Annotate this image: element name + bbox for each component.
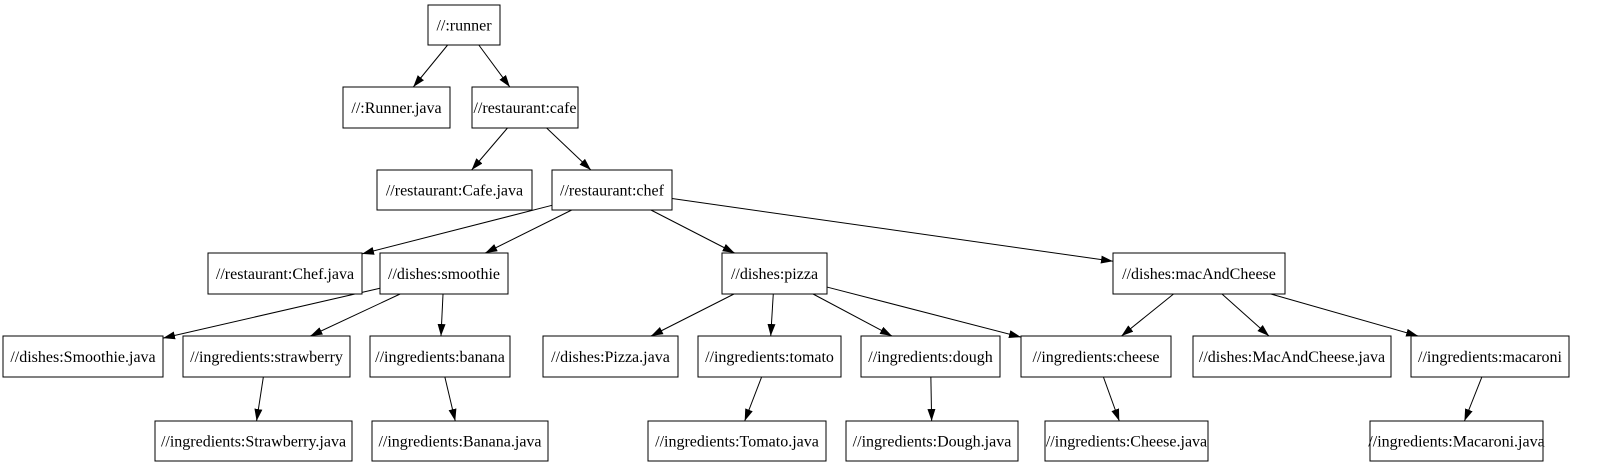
edge-macaroni-to-macaroni-java — [1463, 376, 1483, 422]
node-box-smoothie — [379, 252, 509, 295]
node-box-dough — [860, 335, 1001, 378]
node-runner-java: //:Runner.java — [342, 86, 451, 129]
node-cheese: //ingredients:cheese — [1020, 335, 1172, 378]
node-box-cafe — [471, 86, 579, 129]
node-label-cheese-java: //ingredients:Cheese.java — [1046, 434, 1207, 451]
node-box-macaroni — [1410, 335, 1570, 378]
edge-cafe-to-chef — [546, 127, 592, 171]
edge-pizza-to-cheese — [826, 286, 1022, 339]
node-box-strawberry-java — [154, 420, 353, 462]
node-box-runner-java — [342, 86, 451, 129]
edge-chef-to-mac-and-cheese — [671, 198, 1114, 264]
edge-runner-to-runner-java — [412, 44, 449, 88]
node-tomato-java: //ingredients:Tomato.java — [647, 420, 827, 462]
node-strawberry-java: //ingredients:Strawberry.java — [154, 420, 353, 462]
node-strawberry: //ingredients:strawberry — [182, 335, 351, 378]
node-box-smoothie-java — [2, 335, 164, 378]
node-box-tomato — [697, 335, 842, 378]
node-label-runner: //:runner — [436, 18, 492, 35]
node-label-chef: //restaurant:chef — [560, 183, 665, 200]
node-label-mac-and-cheese-java: //dishes:MacAndCheese.java — [1199, 349, 1385, 366]
node-dough: //ingredients:dough — [860, 335, 1001, 378]
node-label-runner-java: //:Runner.java — [351, 100, 441, 117]
node-label-strawberry: //ingredients:strawberry — [190, 349, 343, 366]
edge-mac-and-cheese-to-macaroni — [1270, 293, 1419, 337]
node-label-tomato: //ingredients:tomato — [705, 349, 834, 366]
edge-tomato-to-tomato-java — [744, 376, 763, 422]
node-dough-java: //ingredients:Dough.java — [845, 420, 1019, 462]
node-label-smoothie-java: //dishes:Smoothie.java — [10, 349, 155, 366]
edge-pizza-to-pizza-java — [650, 293, 735, 337]
node-macaroni: //ingredients:macaroni — [1410, 335, 1570, 378]
edges-layer — [162, 44, 1483, 422]
node-box-chef — [551, 169, 673, 211]
node-label-macaroni: //ingredients:macaroni — [1418, 349, 1563, 366]
node-label-banana-java: //ingredients:Banana.java — [378, 434, 541, 451]
node-cafe: //restaurant:cafe — [471, 86, 579, 129]
node-label-macaroni-java: //ingredients:Macaroni.java — [1368, 434, 1544, 451]
node-box-chef-java — [207, 252, 363, 295]
node-smoothie: //dishes:smoothie — [379, 252, 509, 295]
node-smoothie-java: //dishes:Smoothie.java — [2, 335, 164, 378]
edge-cafe-to-cafe-java — [471, 127, 508, 171]
edge-chef-to-chef-java — [361, 204, 553, 255]
node-box-macaroni-java — [1369, 420, 1544, 462]
edge-dough-to-dough-java — [927, 376, 936, 422]
edge-pizza-to-tomato — [767, 293, 776, 337]
node-box-mac-and-cheese-java — [1192, 335, 1392, 378]
node-banana: //ingredients:banana — [369, 335, 511, 378]
node-box-runner — [427, 4, 501, 46]
node-box-cheese — [1020, 335, 1172, 378]
node-box-cafe-java — [376, 169, 533, 211]
node-cheese-java: //ingredients:Cheese.java — [1044, 420, 1209, 462]
node-mac-and-cheese-java: //dishes:MacAndCheese.java — [1192, 335, 1392, 378]
node-pizza-java: //dishes:Pizza.java — [542, 335, 679, 378]
node-box-dough-java — [845, 420, 1019, 462]
node-label-tomato-java: //ingredients:Tomato.java — [655, 434, 819, 451]
node-label-smoothie: //dishes:smoothie — [388, 266, 500, 283]
node-box-pizza — [721, 252, 828, 295]
node-box-cheese-java — [1044, 420, 1209, 462]
node-chef-java: //restaurant:Chef.java — [207, 252, 363, 295]
node-box-pizza-java — [542, 335, 679, 378]
node-label-pizza-java: //dishes:Pizza.java — [551, 349, 670, 366]
node-label-cafe-java: //restaurant:Cafe.java — [386, 183, 523, 200]
node-label-pizza: //dishes:pizza — [731, 266, 818, 283]
edge-mac-and-cheese-to-mac-and-cheese-java — [1221, 293, 1270, 337]
node-tomato: //ingredients:tomato — [697, 335, 842, 378]
node-box-mac-and-cheese — [1112, 252, 1286, 295]
node-mac-and-cheese: //dishes:macAndCheese — [1112, 252, 1286, 295]
node-label-dough: //ingredients:dough — [868, 349, 992, 366]
node-label-banana: //ingredients:banana — [375, 349, 505, 366]
edge-smoothie-to-strawberry — [310, 293, 401, 337]
node-macaroni-java: //ingredients:Macaroni.java — [1368, 420, 1545, 462]
edge-banana-to-banana-java — [444, 376, 457, 422]
node-label-chef-java: //restaurant:Chef.java — [216, 266, 354, 283]
edge-runner-to-cafe — [478, 44, 511, 88]
node-runner: //:runner — [427, 4, 501, 46]
edge-chef-to-pizza — [650, 209, 735, 254]
node-label-cheese: //ingredients:cheese — [1032, 349, 1159, 366]
edge-smoothie-to-banana — [437, 293, 446, 337]
edge-mac-and-cheese-to-cheese — [1121, 293, 1174, 337]
edge-smoothie-to-smoothie-java — [162, 287, 381, 340]
node-label-dough-java: //ingredients:Dough.java — [853, 434, 1012, 451]
edge-cheese-to-cheese-java — [1102, 376, 1120, 422]
nodes-layer: //:runner //:Runner.java //restaurant:cafe… — [2, 4, 1570, 462]
node-label-cafe: //restaurant:cafe — [473, 100, 576, 117]
node-label-strawberry-java: //ingredients:Strawberry.java — [161, 434, 346, 451]
node-banana-java: //ingredients:Banana.java — [371, 420, 549, 462]
node-chef: //restaurant:chef — [551, 169, 673, 211]
edge-chef-to-smoothie — [485, 209, 572, 254]
node-box-strawberry — [182, 335, 351, 378]
node-box-tomato-java — [647, 420, 827, 462]
node-label-mac-and-cheese: //dishes:macAndCheese — [1122, 266, 1276, 283]
edge-pizza-to-dough — [812, 293, 893, 337]
node-cafe-java: //restaurant:Cafe.java — [376, 169, 533, 211]
node-box-banana-java — [371, 420, 549, 462]
node-pizza: //dishes:pizza — [721, 252, 828, 295]
edge-strawberry-to-strawberry-java — [254, 376, 264, 422]
node-box-banana — [369, 335, 511, 378]
